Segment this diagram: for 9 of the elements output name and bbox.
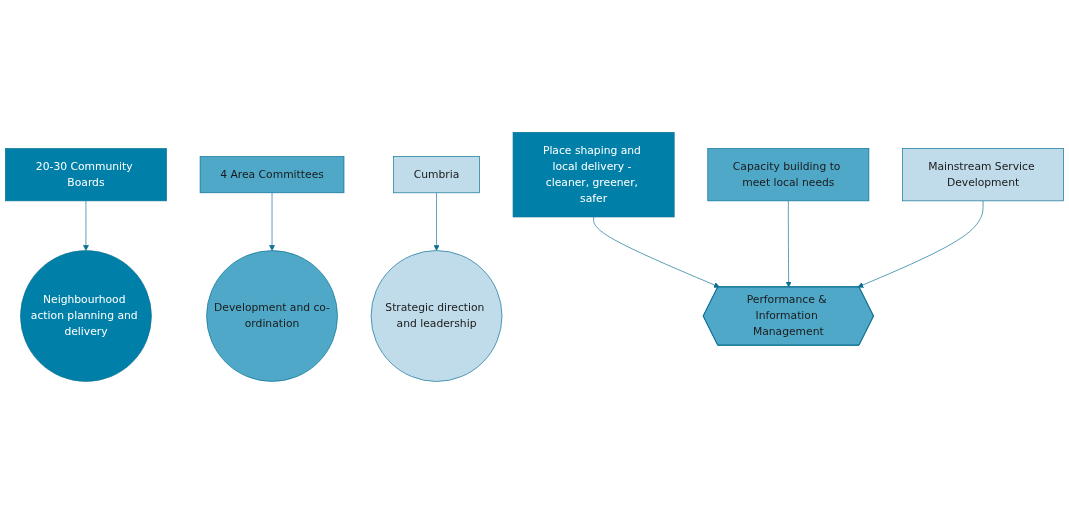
node-box: Capacity building to meet local needs [707,148,870,202]
node-circle: Neighbourhood action planning and delivery [20,250,152,382]
node-box: 20-30 Community Boards [5,148,167,202]
node-circle: Development and co-ordination [206,250,338,382]
node-box: Cumbria [393,156,480,194]
node-box: 4 Area Committees [199,156,345,194]
node-box: Place shaping and local delivery - cleaner, greener, safer [512,132,675,218]
node-box: Mainstream Service Development [902,148,1064,202]
node-circle: Strategic direction and leadership [370,250,503,382]
